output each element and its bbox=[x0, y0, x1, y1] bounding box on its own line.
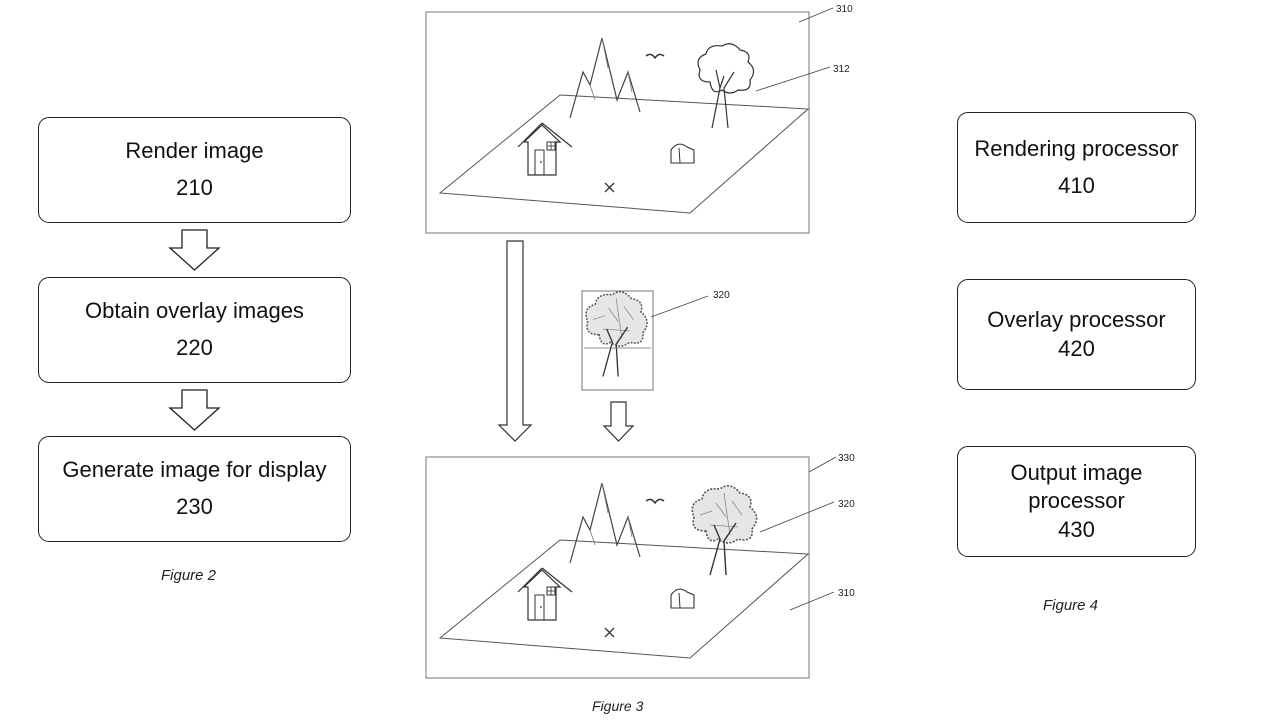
processor-label: Rendering processor bbox=[974, 135, 1179, 161]
label-320-bottom: 320 bbox=[838, 499, 855, 510]
step-generate-image-for-display: Generate image for display 230 bbox=[38, 436, 351, 542]
label-310-bottom: 310 bbox=[838, 588, 855, 599]
step-number: 230 bbox=[176, 494, 213, 519]
figure-4-caption: Figure 4 bbox=[1043, 597, 1099, 614]
step-label: Generate image for display bbox=[62, 457, 327, 483]
output-image-processor-box: Output image processor 430 bbox=[957, 446, 1196, 557]
step-label: Render image bbox=[125, 138, 264, 164]
label-310-top: 310 bbox=[836, 4, 853, 15]
overlay-processor-box: Overlay processor 420 bbox=[957, 279, 1196, 390]
figure-3-caption: Figure 3 bbox=[592, 698, 644, 714]
arrow-down-icon bbox=[168, 229, 221, 271]
short-arrow-down-icon bbox=[602, 401, 635, 442]
label-312: 312 bbox=[833, 64, 850, 75]
step-number: 220 bbox=[176, 335, 213, 360]
processor-number: 430 bbox=[1058, 516, 1095, 542]
processor-number: 410 bbox=[1058, 172, 1095, 198]
processor-label: Output image processor bbox=[1010, 459, 1143, 514]
figure-2-caption: Figure 2 bbox=[161, 567, 217, 584]
step-obtain-overlay-images: Obtain overlay images 220 bbox=[38, 277, 351, 383]
label-320-overlay: 320 bbox=[713, 290, 730, 301]
step-number: 210 bbox=[176, 175, 213, 200]
step-label: Obtain overlay images bbox=[85, 298, 304, 324]
arrow-down-icon bbox=[168, 389, 221, 431]
step-render-image: Render image 210 bbox=[38, 117, 351, 223]
processor-number: 420 bbox=[1058, 335, 1095, 361]
top-scene-frame bbox=[425, 11, 810, 234]
rendering-processor-box: Rendering processor 410 bbox=[957, 112, 1196, 223]
processor-label: Overlay processor bbox=[987, 306, 1166, 332]
bottom-scene-frame bbox=[425, 456, 810, 679]
label-330: 330 bbox=[838, 453, 855, 464]
long-arrow-down-icon bbox=[497, 240, 533, 442]
